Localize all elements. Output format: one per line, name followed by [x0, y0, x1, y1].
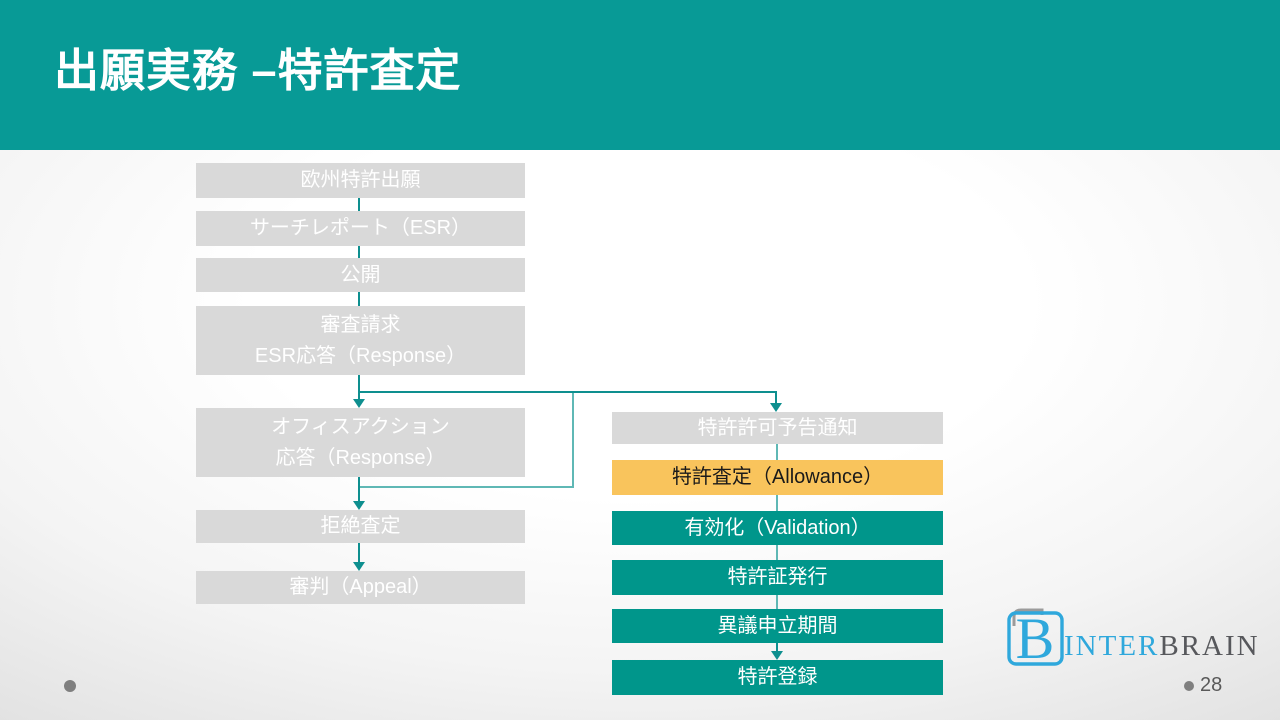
logo-letter: B — [1016, 606, 1055, 667]
flow-box-label: 異議申立期間 — [717, 614, 838, 637]
flow-box-label: 特許証発行 — [727, 566, 828, 588]
flow-box-opposition-period: 異議申立期間 — [612, 609, 943, 643]
flow-box-label: 審判（Appeal） — [289, 576, 432, 598]
flow-box-rejection-decision: 拒絶査定 — [196, 510, 525, 543]
bullet-dot — [64, 680, 76, 692]
flow-box-registration: 特許登録 — [612, 660, 943, 695]
connector-line — [775, 393, 777, 404]
flow-box-label: 特許登録 — [737, 666, 818, 688]
connector-line — [358, 393, 360, 400]
connector-line — [776, 643, 778, 651]
flow-box-label: 欧州特許出願 — [300, 169, 421, 191]
connector-loop-line — [358, 486, 574, 488]
arrowhead-down-icon — [353, 501, 365, 510]
connector-line — [776, 495, 778, 511]
flow-box-label: 有効化（Validation） — [684, 516, 871, 539]
arrowhead-down-icon — [353, 399, 365, 408]
flow-box-search-report: サーチレポート（ESR） — [196, 211, 525, 246]
interbrain-wordmark: INTERBRAIN — [1064, 630, 1260, 663]
slide-title: 出願実務 –特許査定 — [54, 45, 462, 96]
flow-box-certificate-issuance: 特許証発行 — [612, 560, 943, 595]
connector-line — [776, 595, 778, 609]
flow-box-examination-request: 審査請求 ESR応答（Response） — [196, 306, 525, 375]
flow-box-label: 拒絶査定 — [320, 515, 401, 537]
flow-box-validation: 有効化（Validation） — [612, 511, 943, 545]
flow-box-label: 公開 — [340, 263, 381, 286]
connector-line — [358, 477, 360, 501]
connector-line — [776, 545, 778, 560]
connector-line — [358, 292, 360, 306]
bullet-dot — [1184, 681, 1194, 691]
connector-branch-line — [358, 391, 777, 393]
flow-box-allowance: 特許査定（Allowance） — [612, 460, 943, 495]
logo-text-brain: BRAIN — [1159, 630, 1260, 662]
flow-box-label: 特許査定（Allowance） — [671, 466, 884, 488]
interbrain-logo: B INTERBRAIN — [1000, 597, 1262, 667]
flow-box-label-line2: 応答（Response） — [275, 446, 446, 469]
arrowhead-down-icon — [771, 651, 783, 660]
flow-box-label: 特許許可予告通知 — [697, 416, 858, 439]
connector-line — [358, 246, 360, 258]
flow-box-office-action: オフィスアクション 応答（Response） — [196, 408, 525, 477]
connector-loop-line — [572, 393, 574, 488]
flow-box-publication: 公開 — [196, 258, 525, 292]
flow-box-label: サーチレポート（ESR） — [249, 217, 472, 239]
connector-line — [358, 543, 360, 562]
connector-line — [358, 375, 360, 393]
interbrain-logo-icon: B — [1007, 606, 1064, 667]
flow-box-label-line1: 審査請求 — [320, 313, 401, 336]
title-bar: 出願実務 –特許査定 — [0, 0, 1280, 150]
flow-box-allowance-notice: 特許許可予告通知 — [612, 412, 943, 444]
arrowhead-down-icon — [353, 562, 365, 571]
flow-box-label-line2: ESR応答（Response） — [254, 344, 467, 367]
flow-box-ep-application: 欧州特許出願 — [196, 163, 525, 198]
page-number: 28 — [1200, 674, 1223, 696]
connector-line — [358, 198, 360, 211]
flow-box-appeal: 審判（Appeal） — [196, 571, 525, 604]
connector-line — [776, 444, 778, 460]
flow-box-label-line1: オフィスアクション — [271, 415, 450, 438]
logo-text-inter: INTER — [1064, 630, 1160, 662]
arrowhead-down-icon — [770, 403, 782, 412]
